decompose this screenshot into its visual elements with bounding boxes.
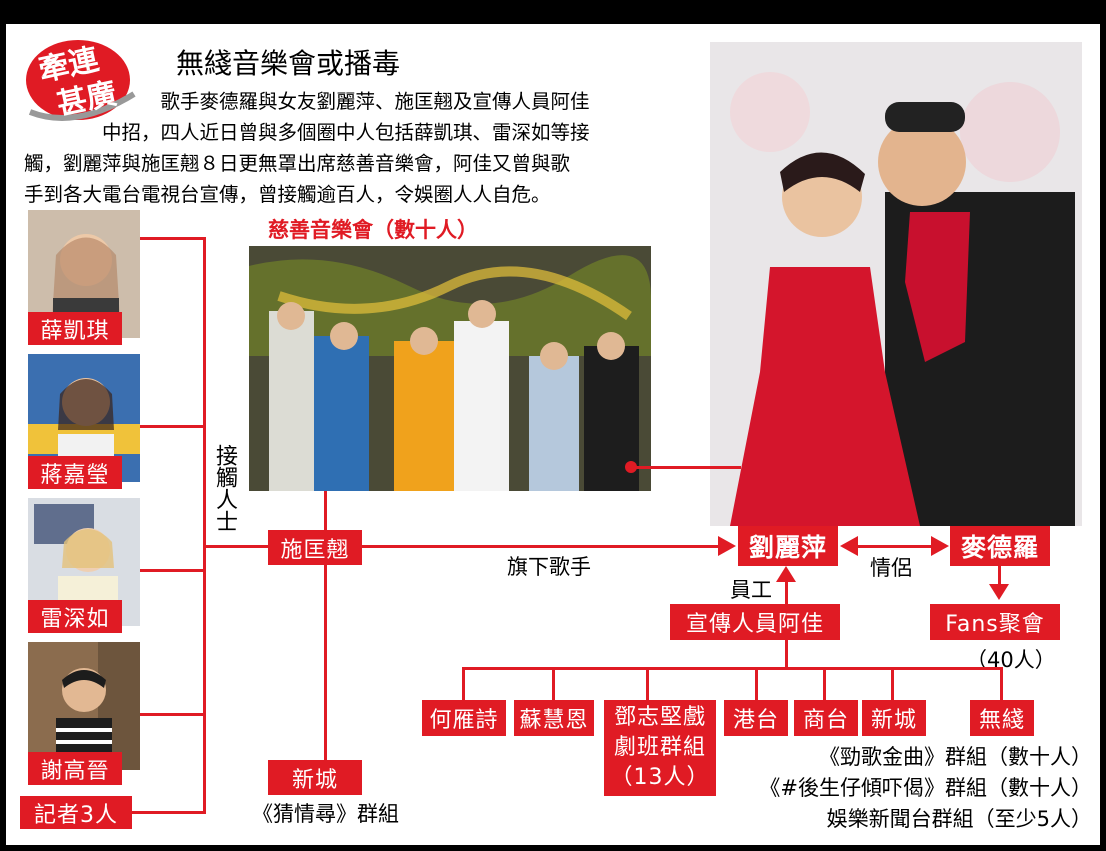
drop-3: [646, 667, 649, 702]
bracket-vertical: [203, 237, 206, 813]
arrow-down-icon: [989, 584, 1009, 600]
contact-label-4: 謝高晉: [28, 752, 122, 785]
infographic: 牽連 甚廣 無綫音樂會或播毒 歌手麥德羅與女友劉麗萍、施匡翹及宣傳人員阿佳 中招…: [6, 24, 1100, 845]
article-paragraph: 歌手麥德羅與女友劉麗萍、施匡翹及宣傳人員阿佳 中招，四人近日曾與多個圈中人包括薛…: [24, 86, 714, 210]
node-staff: 宣傳人員阿佳: [670, 604, 840, 640]
contact-photo-4: [28, 642, 140, 770]
arrow-right-icon: [931, 536, 949, 556]
link-bracket-to-shi: [206, 545, 268, 548]
headline-badge: 牽連 甚廣: [16, 32, 136, 124]
arrow-up-icon: [776, 566, 796, 582]
node-mak: 麥德羅: [950, 526, 1050, 566]
concert-caption: 慈善音樂會（數十人）: [268, 218, 478, 242]
drop-7: [1000, 667, 1003, 702]
contact-label-3: 雷深如: [28, 600, 122, 633]
paragraph-line: 歌手麥德羅與女友劉麗萍、施匡翹及宣傳人員阿佳: [24, 90, 590, 113]
sun-city-group: 《猜情尋》群組: [252, 802, 399, 826]
node-tvb: 無綫: [970, 700, 1034, 736]
link-staff-to-lau: [785, 580, 788, 604]
relation-couple: 情侶: [870, 556, 912, 580]
drop-1: [462, 667, 465, 702]
node-crhk: 商台: [794, 700, 858, 736]
arrow-right-icon: [718, 536, 736, 556]
tvb-group: 娛樂新聞台群組（至少5人）: [826, 807, 1092, 831]
tvb-groups: 《勁歌金曲》群組（數十人） 《#後生仔傾吓偈》群組（數十人） 娛樂新聞台群組（至…: [759, 742, 1092, 835]
node-fans: Fans聚會: [930, 604, 1060, 640]
contact-label-1: 薛凱琪: [28, 312, 122, 345]
drop-6: [891, 667, 894, 702]
node-rthk: 港台: [724, 700, 788, 736]
badge-swoosh-icon: [26, 40, 136, 121]
tvb-group: 《勁歌金曲》群組（數十人）: [819, 745, 1092, 769]
couple-photo: [710, 42, 1082, 526]
bracket-tick-3: [140, 569, 206, 572]
link-lau-mak: [844, 545, 944, 548]
bracket-tick-1: [140, 237, 206, 240]
contact-label-5: 記者3人: [20, 796, 132, 829]
link-mak-to-fans: [998, 566, 1001, 590]
troupe-line: 劇班群組: [613, 735, 706, 760]
troupe-line: 鄧志堅戲: [613, 705, 706, 730]
troupe-line: （13人）: [610, 765, 710, 790]
headline: 無綫音樂會或播毒: [176, 47, 401, 80]
paragraph-line: 中招，四人近日曾與多個圈中人包括薛凱琪、雷深如等接: [24, 121, 590, 144]
relation-employee: 員工: [730, 578, 772, 602]
paragraph-line: 觸，劉麗萍與施匡翹８日更無罩出席慈善音樂會，阿佳又曾與歌: [24, 152, 571, 175]
drop-4: [755, 667, 758, 702]
bracket-tick-5: [132, 811, 206, 814]
link-shi-to-lau: [362, 545, 722, 548]
node-shi: 施匡翹: [268, 530, 362, 565]
contact-label-2: 蔣嘉瑩: [28, 456, 122, 489]
paragraph-line: 手到各大電台電視台宣傳，曾接觸逾百人，令娛圈人人自危。: [24, 183, 551, 206]
node-so: 蘇慧恩: [514, 700, 594, 736]
contact-label-vertical: 接觸人士: [210, 444, 237, 532]
link-shi-to-sun: [324, 565, 327, 760]
link-concert-to-couple: [631, 466, 741, 469]
link-staff-down: [785, 640, 788, 668]
distribution-bar: [462, 667, 1003, 670]
contact-label-text: 接觸人士: [212, 444, 237, 532]
node-lau: 劉麗萍: [738, 526, 838, 566]
node-troupe: 鄧志堅戲 劇班群組 （13人）: [604, 700, 716, 796]
link-shi-to-concert: [324, 491, 327, 530]
drop-5: [823, 667, 826, 702]
arrow-left-icon: [840, 536, 858, 556]
node-ho: 何雁詩: [422, 700, 506, 736]
node-metro: 新城: [862, 700, 926, 736]
drop-2: [552, 667, 555, 702]
concert-photo: [249, 246, 651, 491]
relation-signed: 旗下歌手: [507, 555, 591, 579]
bracket-tick-2: [140, 425, 206, 428]
tvb-group: 《#後生仔傾吓偈》群組（數十人）: [759, 776, 1092, 800]
bracket-tick-4: [140, 713, 206, 716]
node-sun-city: 新城: [268, 760, 362, 795]
